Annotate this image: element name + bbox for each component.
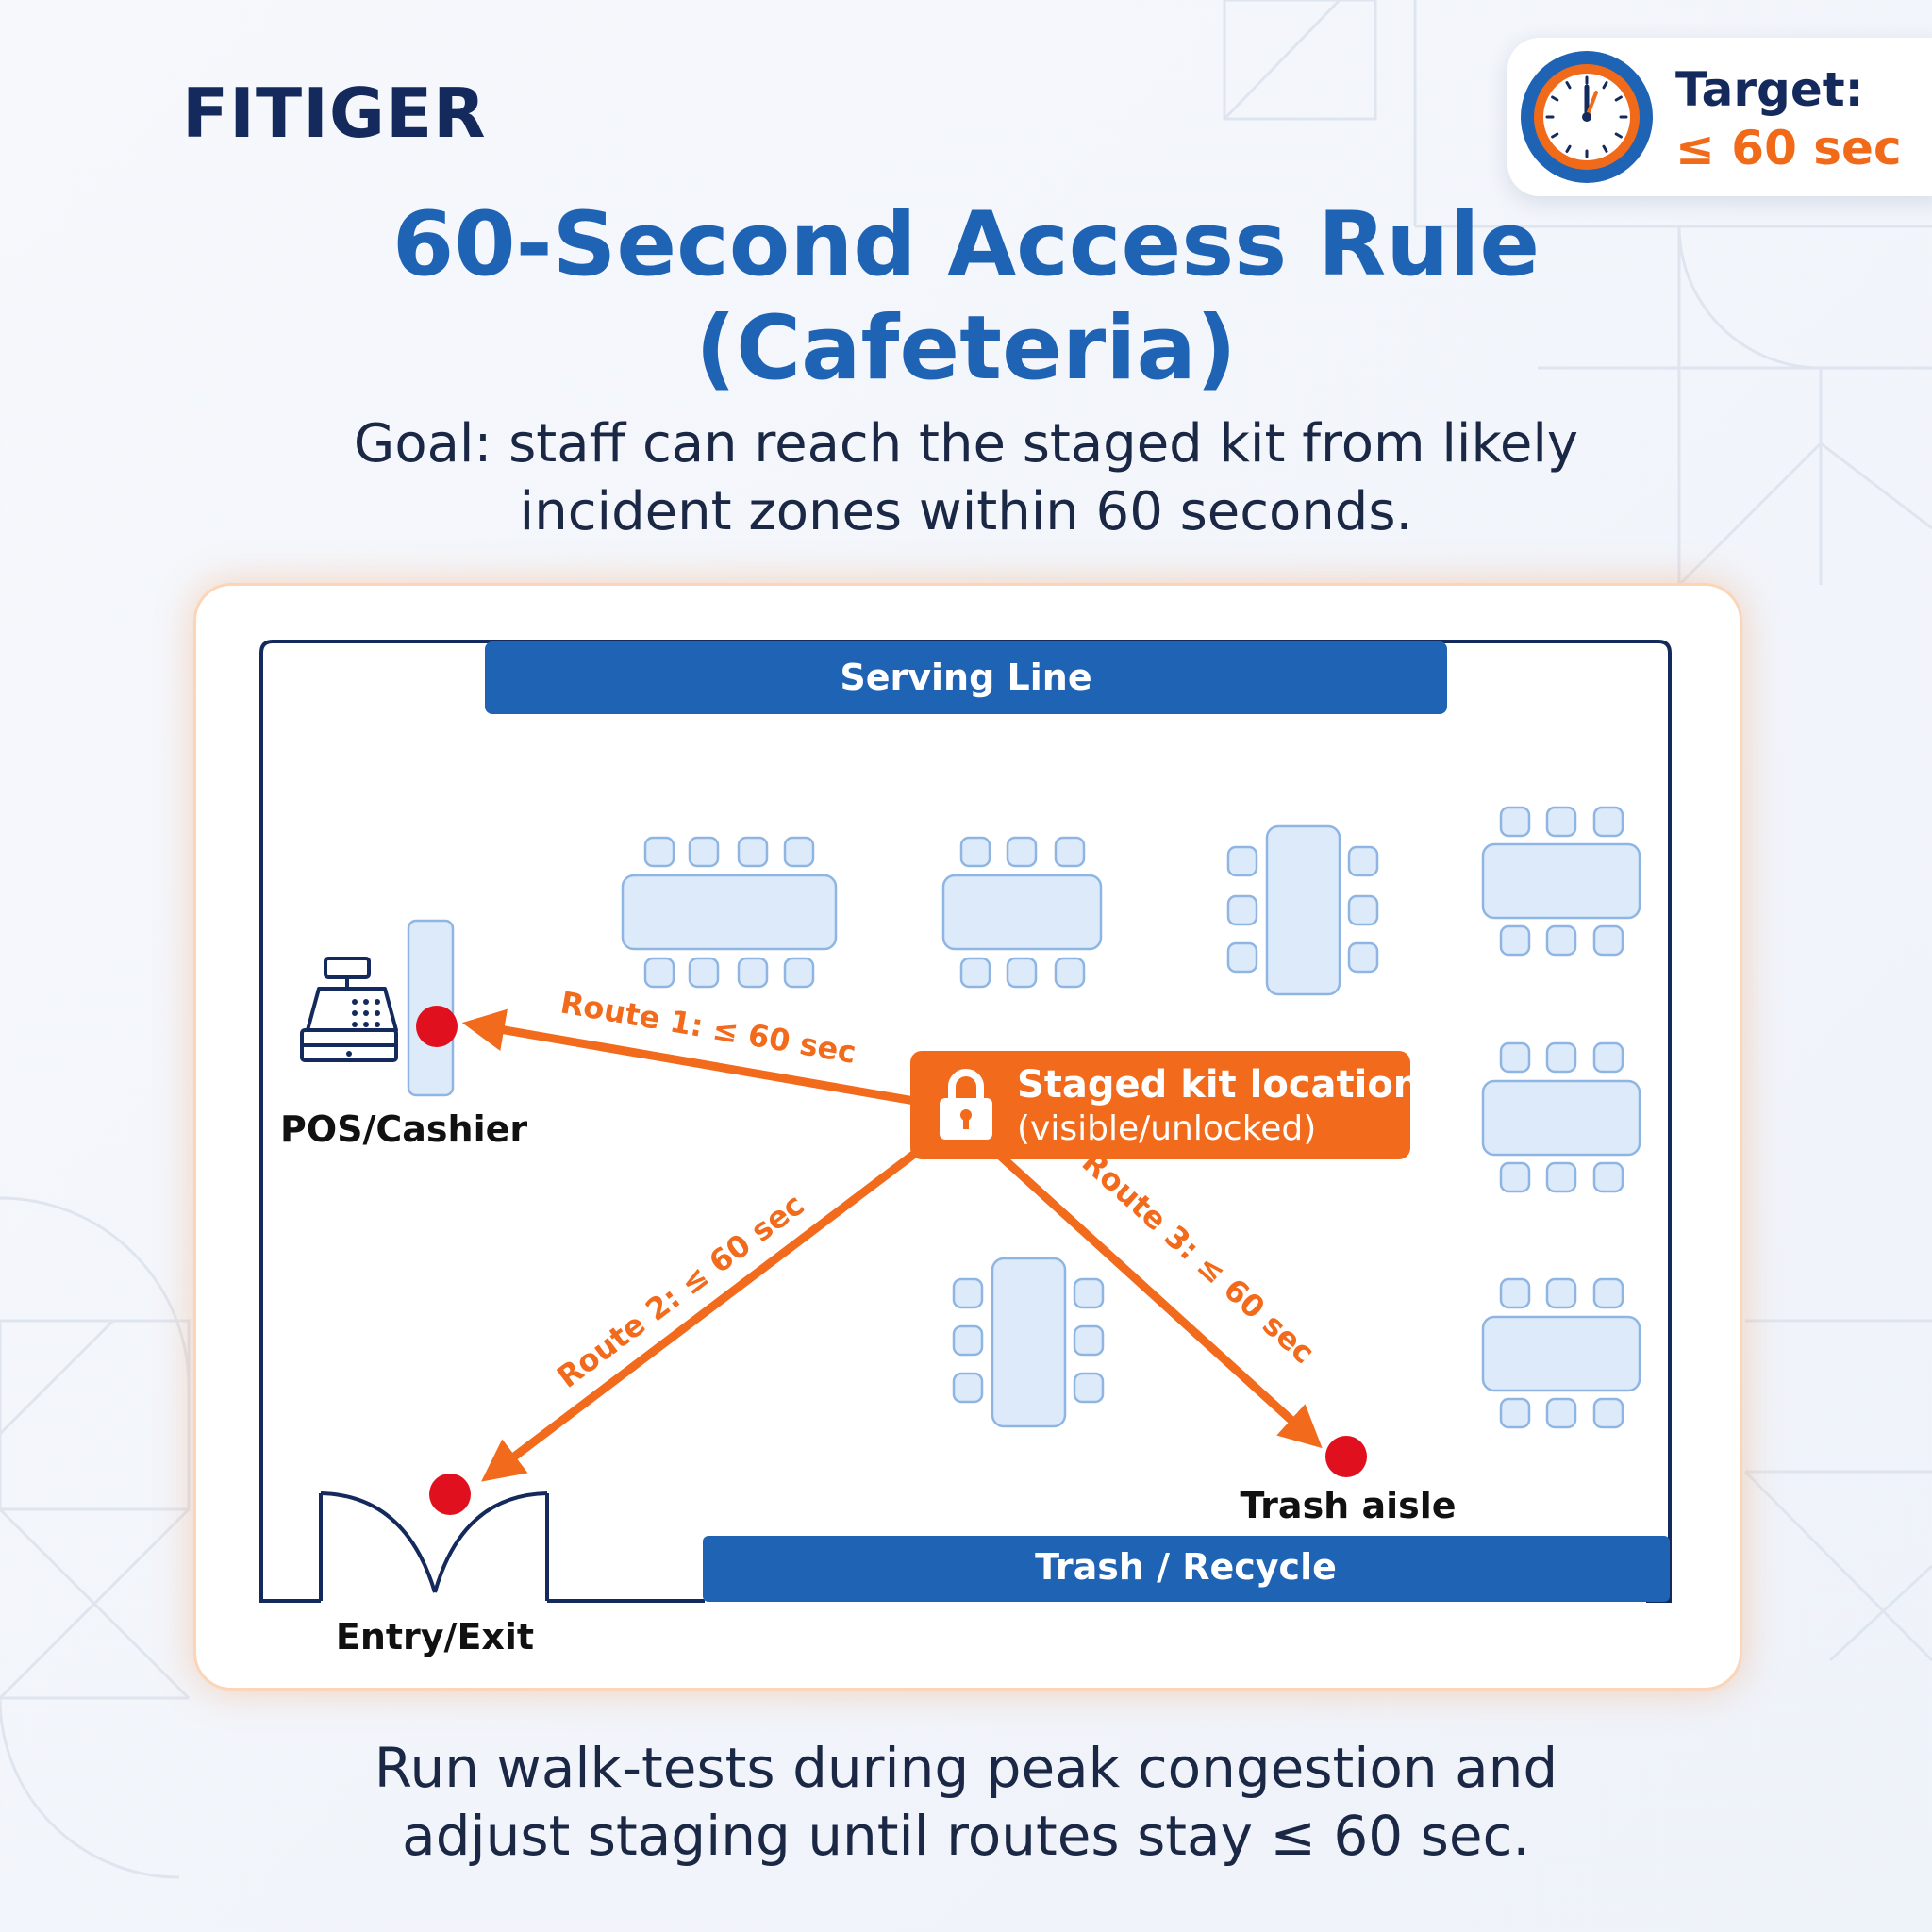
target-value: ≤ 60 sec (1675, 121, 1902, 175)
trash-aisle-label: Trash aisle (1240, 1485, 1456, 1526)
dining-table-3 (1226, 824, 1379, 996)
route-3-arrow (995, 1151, 1323, 1449)
staged-kit-title: Staged kit location (1017, 1063, 1420, 1107)
staged-kit-badge: Staged kit location (visible/unlocked) (910, 1051, 1420, 1159)
goal-subtitle: Goal: staff can reach the staged kit fro… (236, 410, 1696, 546)
entry-marker (429, 1474, 471, 1515)
serving-line-bar (485, 641, 1447, 714)
cash-register-icon (300, 957, 398, 1062)
staged-kit-subtitle: (visible/unlocked) (1017, 1109, 1316, 1148)
entry-label: Entry/Exit (336, 1616, 534, 1657)
entry-door-icon (319, 1491, 549, 1601)
lock-icon (940, 1069, 992, 1140)
dining-table-5 (1481, 1041, 1641, 1193)
route-1-arrow (461, 1008, 924, 1107)
subtitle-line-1: Goal: staff can reach the staged kit fro… (353, 413, 1579, 475)
clock-icon (1521, 51, 1653, 183)
dining-table-7 (952, 1257, 1105, 1428)
dining-table-1 (621, 836, 838, 989)
footer-line-1: Run walk-tests during peak congestion an… (374, 1736, 1558, 1800)
target-label: Target: (1675, 62, 1864, 117)
route-2-arrow (481, 1141, 929, 1482)
pos-label: POS/Cashier (280, 1108, 527, 1150)
title-line-1: 60-Second Access Rule (391, 193, 1541, 296)
trash-recycle-bar (703, 1536, 1670, 1602)
footer-note: Run walk-tests during peak congestion an… (189, 1734, 1743, 1870)
subtitle-line-2: incident zones within 60 seconds. (519, 481, 1413, 542)
route-1-label: Route 1: ≤ 60 sec (558, 984, 858, 1070)
dining-table-6 (1481, 1277, 1641, 1429)
dining-table-2 (941, 836, 1103, 989)
page-title: 60-Second Access Rule (Cafeteria) (0, 193, 1932, 401)
footer-line-2: adjust staging until routes stay ≤ 60 se… (402, 1804, 1530, 1868)
trash-aisle-marker (1325, 1436, 1367, 1477)
pos-marker (416, 1006, 458, 1047)
dining-table-4 (1481, 806, 1641, 957)
title-line-2: (Cafeteria) (695, 297, 1237, 400)
route-2-label: Route 2: ≤ 60 sec (550, 1187, 810, 1395)
serving-line-label: Serving Line (840, 657, 1091, 698)
trash-recycle-label: Trash / Recycle (1035, 1546, 1337, 1588)
target-badge: Target: ≤ 60 sec (1507, 38, 1932, 196)
brand-logo: FITIGER (182, 74, 487, 153)
